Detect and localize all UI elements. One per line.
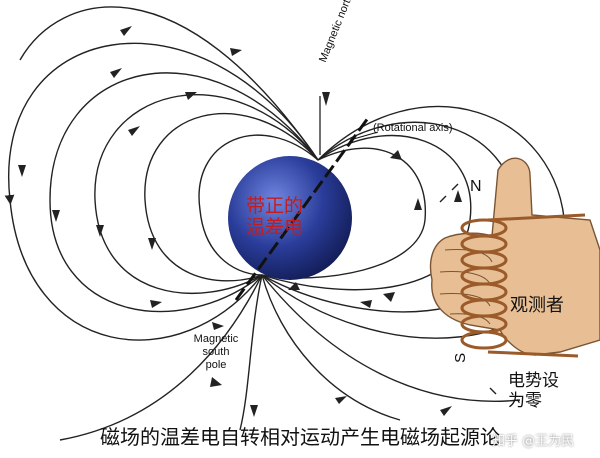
field-arrow — [383, 292, 395, 302]
field-line — [144, 112, 319, 282]
field-arrow — [18, 165, 26, 177]
field-arrow — [110, 68, 122, 78]
field-arrow — [212, 322, 224, 330]
field-arrow — [440, 406, 452, 416]
emf-label-line: 电势设 — [508, 371, 559, 391]
field-line — [261, 147, 426, 279]
field-arrow — [148, 238, 156, 250]
field-arrow — [390, 150, 402, 160]
field-arrow — [322, 92, 330, 106]
compass-dashes — [439, 183, 497, 395]
earth-sphere — [228, 156, 352, 280]
north-letter: N — [470, 178, 482, 195]
south-pole-label-line: pole — [205, 359, 227, 372]
field-lines-left — [4, 6, 401, 441]
field-line — [4, 42, 319, 341]
sphere-label: 带正的温差电 — [246, 195, 336, 239]
field-arrow — [288, 282, 300, 290]
field-arrow — [150, 300, 162, 308]
field-arrow — [360, 300, 372, 308]
sphere-label-line: 温差电 — [246, 216, 304, 239]
field-line — [198, 134, 319, 276]
observer-label: 观测者 — [510, 295, 564, 316]
hand-illustration — [429, 157, 600, 356]
field-arrow — [335, 396, 347, 404]
watermark: 知乎 @王为民 — [492, 430, 574, 449]
watermark-text: 知乎 @王为民 — [492, 434, 575, 449]
field-arrow — [120, 26, 132, 36]
field-arrow — [230, 48, 242, 56]
field-arrow — [52, 210, 60, 222]
coil-solenoid — [460, 213, 586, 358]
field-arrow — [128, 126, 140, 136]
south-pole-label-line: south — [202, 346, 230, 359]
emf-zero-label: 电势设为零 — [508, 371, 578, 411]
field-line — [261, 134, 472, 291]
south-letter: S — [452, 352, 470, 363]
field-arrow — [250, 405, 258, 417]
field-line — [261, 274, 521, 402]
rotational-axis-label: (Rotational axis) — [373, 122, 453, 134]
field-arrow — [414, 198, 422, 210]
field-arrow — [454, 190, 462, 202]
field-arrow — [96, 225, 104, 237]
coil-wire-top — [487, 213, 586, 222]
field-line — [49, 72, 319, 313]
emf-label-line: 为零 — [508, 390, 542, 411]
field-arrows — [18, 26, 515, 417]
field-line — [94, 94, 319, 294]
field-arrow — [185, 92, 197, 100]
figure-caption: 磁场的温差电自转相对运动产生电磁场起源论 — [100, 425, 500, 449]
axis-leader — [349, 131, 379, 141]
coil-wire-bottom — [487, 350, 579, 358]
sphere-label-line: 带正的 — [246, 195, 304, 217]
field-line — [239, 274, 263, 431]
field-line — [261, 274, 401, 421]
field-line — [59, 274, 263, 441]
south-pole-label-line: Magnetic — [193, 333, 239, 345]
field-arrow — [210, 377, 222, 387]
field-line — [19, 6, 319, 161]
